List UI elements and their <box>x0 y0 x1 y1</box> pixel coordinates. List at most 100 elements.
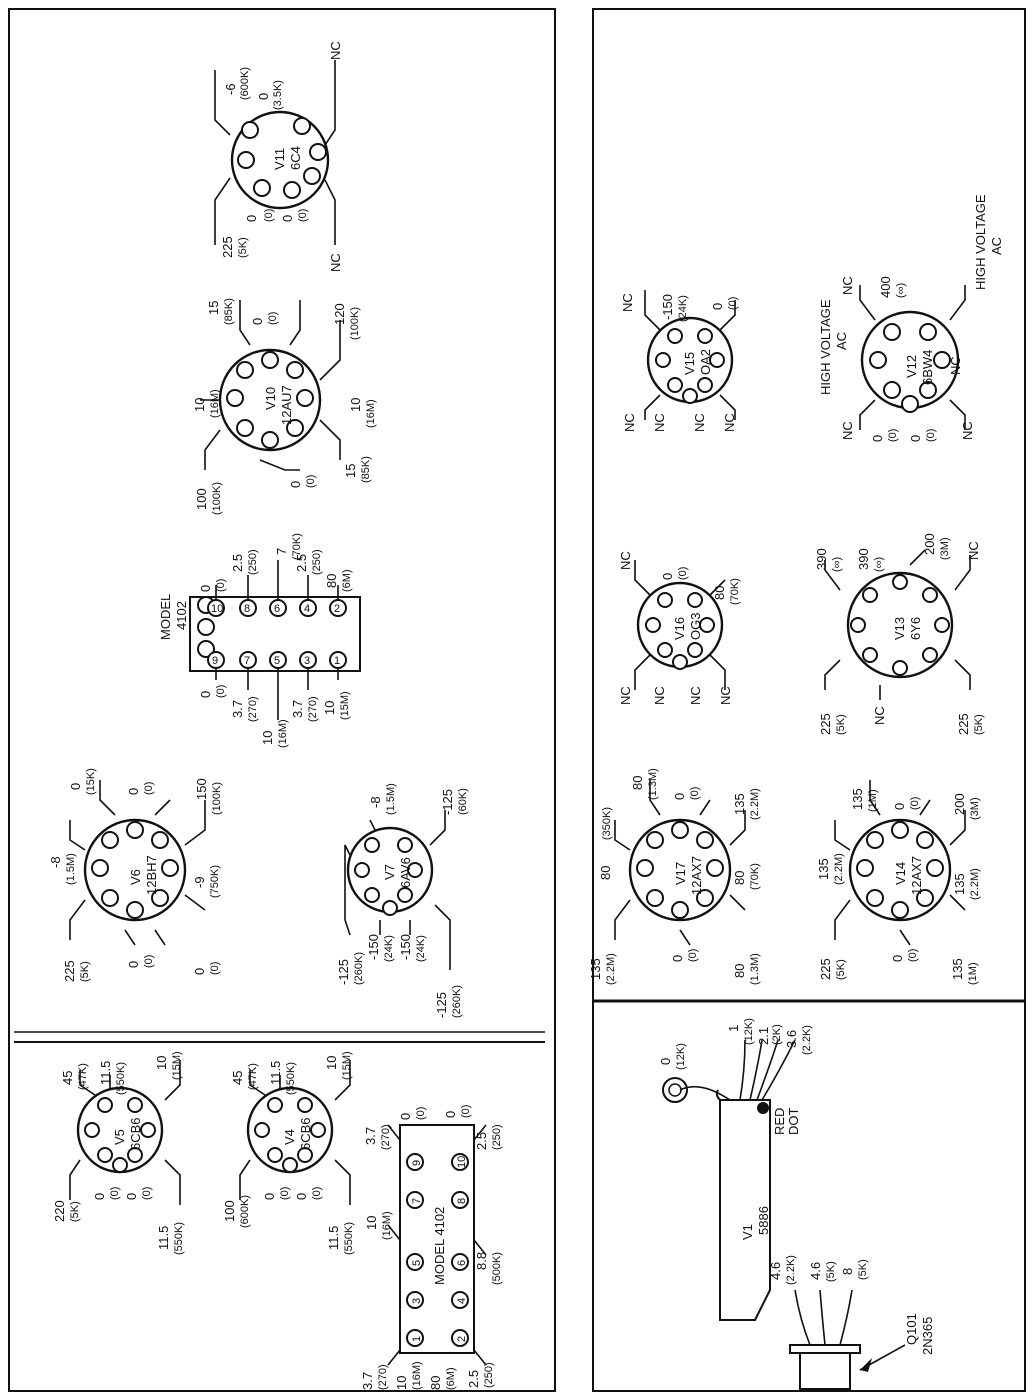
v5-label-n: (550K) <box>173 1222 185 1255</box>
v5-label-i: 0 <box>92 1193 107 1200</box>
socket-v12-name: V12 <box>904 355 919 378</box>
v10-label-b: (85K) <box>223 298 235 325</box>
model-lower-label-g: 2.5 <box>474 1132 489 1150</box>
model-lower-label-l: (500K) <box>491 1252 503 1285</box>
model-lower-label-j: (16M) <box>381 1211 393 1240</box>
v17-label-i: 80 <box>732 871 747 885</box>
v17-label-p: (1.3M) <box>749 953 761 985</box>
model-upper-label-o: 3.7 <box>290 700 305 718</box>
v11-label-g: (5K) <box>237 237 249 258</box>
socket-v6-name: V6 <box>128 869 143 885</box>
v4-label-j: (0) <box>279 1187 291 1200</box>
v15-label-a: NC <box>620 293 635 312</box>
socket-v15: V15 OA2 NC -150 (24K) 0 (0) NC NC NC NC <box>620 290 739 432</box>
v16-label-g: NC <box>652 686 667 705</box>
v6-label-m: 0 <box>126 961 141 968</box>
v14-label-a: 135 <box>850 788 865 810</box>
model-4102-lower: 1 3 5 7 9 2 4 6 8 10 MODEL 4102 3.7 (270… <box>360 1105 503 1390</box>
v11-label-f: 225 <box>220 236 235 258</box>
v10-label-i: 10 <box>348 398 363 412</box>
v7-label-d: (60K) <box>457 788 469 815</box>
v14-label-e: 200 <box>952 793 967 815</box>
v6-label-l: (5K) <box>79 961 91 982</box>
v12-label-i: 0 <box>870 435 885 442</box>
v17-label-o: 80 <box>732 964 747 978</box>
v4-label-d: (550K) <box>285 1062 297 1095</box>
v12-label-h: NC <box>840 421 855 440</box>
v14-label-f: (3M) <box>969 797 981 820</box>
tube-v1: V1 5886 RED DOT 0 (12K) 1 (12K) 2.1 (2K)… <box>658 1018 813 1321</box>
socket-v16-type: OG3 <box>688 613 703 640</box>
v10-label-h: (16M) <box>209 389 221 418</box>
v17-label-a: 80 <box>630 776 645 790</box>
socket-v11-type: 6C4 <box>288 146 303 170</box>
v10-label-n: (0) <box>305 475 317 488</box>
v6-label-e: 150 <box>194 778 209 800</box>
model-lower-label-b: (270) <box>380 1124 392 1150</box>
v10-label-j: (16M) <box>365 399 377 428</box>
q101-label-b: (2.2K) <box>785 1255 797 1285</box>
v17-label-c: 0 <box>672 793 687 800</box>
v6-label-o: 0 <box>192 968 207 975</box>
model-upper-label-g: 2.5 <box>294 554 309 572</box>
tube-v1-dot: DOT <box>786 1108 801 1136</box>
model-upper-pin-l1: 9 <box>212 655 218 667</box>
v14-label-j: (2.2M) <box>969 868 981 900</box>
model-upper-pin-l4: 3 <box>304 655 310 667</box>
v16-label-b: 0 <box>660 573 675 580</box>
v13-label-i: (5K) <box>835 714 847 735</box>
v14-label-g: 135 <box>816 858 831 880</box>
model-upper-pin-l5: 1 <box>334 655 340 667</box>
v1-label-d: (12K) <box>743 1018 755 1045</box>
v16-label-a: NC <box>618 551 633 570</box>
v14-label-n: (0) <box>907 949 919 962</box>
v15-label-i: NC <box>722 413 737 432</box>
v15-label-f: NC <box>622 413 637 432</box>
model-4102-upper: 10 8 6 4 2 9 7 5 3 1 MODEL 4102 0 (0) 2.… <box>158 533 361 748</box>
v12-label-k: 0 <box>908 435 923 442</box>
model-upper-label-t: (16M) <box>277 719 289 748</box>
v11-label-a: -6 <box>223 83 238 95</box>
v10-label-o: 15 <box>343 464 358 478</box>
v6-label-p: (0) <box>209 962 221 975</box>
q101-label-e: 8 <box>840 1268 855 1275</box>
v10-label-d: (0) <box>267 312 279 325</box>
socket-v4-type: 6CB6 <box>298 1117 313 1150</box>
model-upper-label-a: 0 <box>198 585 213 592</box>
v7-label-l: (260K) <box>451 985 463 1018</box>
v13-label-h: 225 <box>818 713 833 735</box>
v14-label-i: 135 <box>952 873 967 895</box>
v7-label-g: -150 <box>366 934 381 960</box>
model-upper-pin-r4: 4 <box>304 603 310 615</box>
v14-label-m: 0 <box>890 955 905 962</box>
socket-v13-type: 6Y6 <box>908 617 923 640</box>
v15-label-b: -150 <box>660 294 675 320</box>
v1-label-a: 0 <box>658 1058 673 1065</box>
v4-label-e: 10 <box>324 1056 339 1070</box>
q101-label-f: (5K) <box>857 1259 869 1280</box>
model-lower-pin-b4: 8 <box>456 1198 468 1204</box>
v4-label-f: (15M) <box>341 1051 353 1080</box>
socket-v5-type: 6CB6 <box>128 1117 143 1150</box>
model-lower-label-p: (16M) <box>411 1361 423 1390</box>
v4-label-c: 11.5 <box>268 1061 283 1085</box>
socket-v7-name: V7 <box>382 864 397 880</box>
v14-label-h: (2.2M) <box>833 853 845 885</box>
model-lower-pin-t1: 1 <box>411 1336 423 1342</box>
socket-v14: V14 12AX7 135 (1M) 0 (0) 200 (3M) 135 (2… <box>816 780 981 985</box>
model-lower-label-n: (270) <box>377 1364 389 1390</box>
socket-v17-name: V17 <box>673 862 688 885</box>
v6-label-d: (0) <box>143 782 155 795</box>
socket-v5-name: V5 <box>112 1129 127 1145</box>
socket-v15-name: V15 <box>682 352 697 375</box>
v15-label-h: NC <box>692 413 707 432</box>
v4-label-k: 0 <box>294 1193 309 1200</box>
v4-label-g: 100 <box>222 1200 237 1222</box>
v5-label-b: (47K) <box>77 1063 89 1090</box>
v15-label-c: (24K) <box>677 295 689 322</box>
tube-v1-red: RED <box>772 1108 787 1135</box>
v14-label-k: 225 <box>818 958 833 980</box>
v17-label-b: (1.3M) <box>647 768 659 800</box>
v16-label-d: 80 <box>712 586 727 600</box>
v10-label-a: 15 <box>206 301 221 315</box>
